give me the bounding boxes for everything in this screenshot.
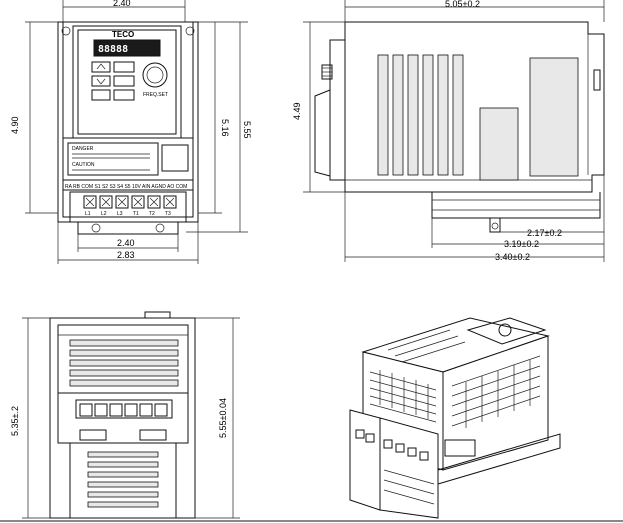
dim-side-2: 3.19±0.2	[504, 239, 539, 249]
power-label-4: T2	[149, 211, 155, 217]
dim-bottom-right: 5.55±0.04	[218, 398, 228, 438]
reset-key	[113, 89, 135, 101]
bottom-terminals	[79, 403, 168, 417]
front-view: 2.40 TECO 88888 FREQ.SET DANGER CAUTION	[10, 0, 252, 264]
isometric-view	[349, 317, 561, 519]
power-label-3: T1	[133, 211, 139, 217]
dim-side-3: 3.40±0.2	[495, 252, 530, 262]
bottom-view: 5.35±.2 5.55±0.04	[10, 311, 240, 519]
dim-side-height: 4.49	[292, 102, 302, 120]
power-label-2: L3	[117, 211, 123, 217]
warning-caution: CAUTION	[72, 162, 95, 168]
iso-right-vents	[451, 355, 541, 428]
power-label-0: L1	[85, 211, 91, 217]
power-label-5: T3	[165, 211, 171, 217]
dim-bottom-left: 5.35±.2	[10, 406, 20, 436]
bottom-vents-lower	[87, 451, 159, 508]
side-vents	[377, 54, 464, 176]
power-terminals	[83, 195, 177, 209]
iso-terminals	[355, 429, 429, 461]
up-key	[91, 61, 111, 73]
dim-front-height-mid: 5.16	[220, 119, 230, 137]
warning-danger: DANGER	[72, 146, 94, 152]
dim-front-bottom-inner: 2.40	[117, 238, 135, 248]
knob-label: FREQ.SET	[143, 92, 168, 98]
dim-front-height-left: 4.90	[10, 116, 20, 134]
display-readout: 88888	[98, 44, 128, 55]
dim-front-height-right: 5.55	[242, 121, 252, 139]
read-enter-key	[113, 75, 135, 87]
dim-side-1: 2.17±0.2	[527, 228, 562, 238]
dsp-fun-key	[113, 61, 135, 73]
dim-front-bottom-outer: 2.83	[117, 250, 135, 260]
power-label-1: L2	[101, 211, 107, 217]
control-terminal-labels: RA RB COM S1 S2 S3 S4 S5 10V AIN AGND AO…	[65, 184, 187, 190]
run-stop-key	[91, 89, 111, 101]
down-key	[91, 75, 111, 87]
side-view: 5.05±0.2 4	[292, 0, 605, 262]
dim-side-top-depth: 5.05±0.2	[445, 0, 480, 9]
dim-front-top-width: 2.40	[113, 0, 131, 8]
potentiometer-knob	[142, 62, 168, 88]
seven-segment-display	[93, 39, 161, 57]
front-logo: TECO	[112, 30, 134, 39]
bottom-vents-top	[69, 339, 179, 387]
iso-front-vents	[369, 370, 437, 423]
